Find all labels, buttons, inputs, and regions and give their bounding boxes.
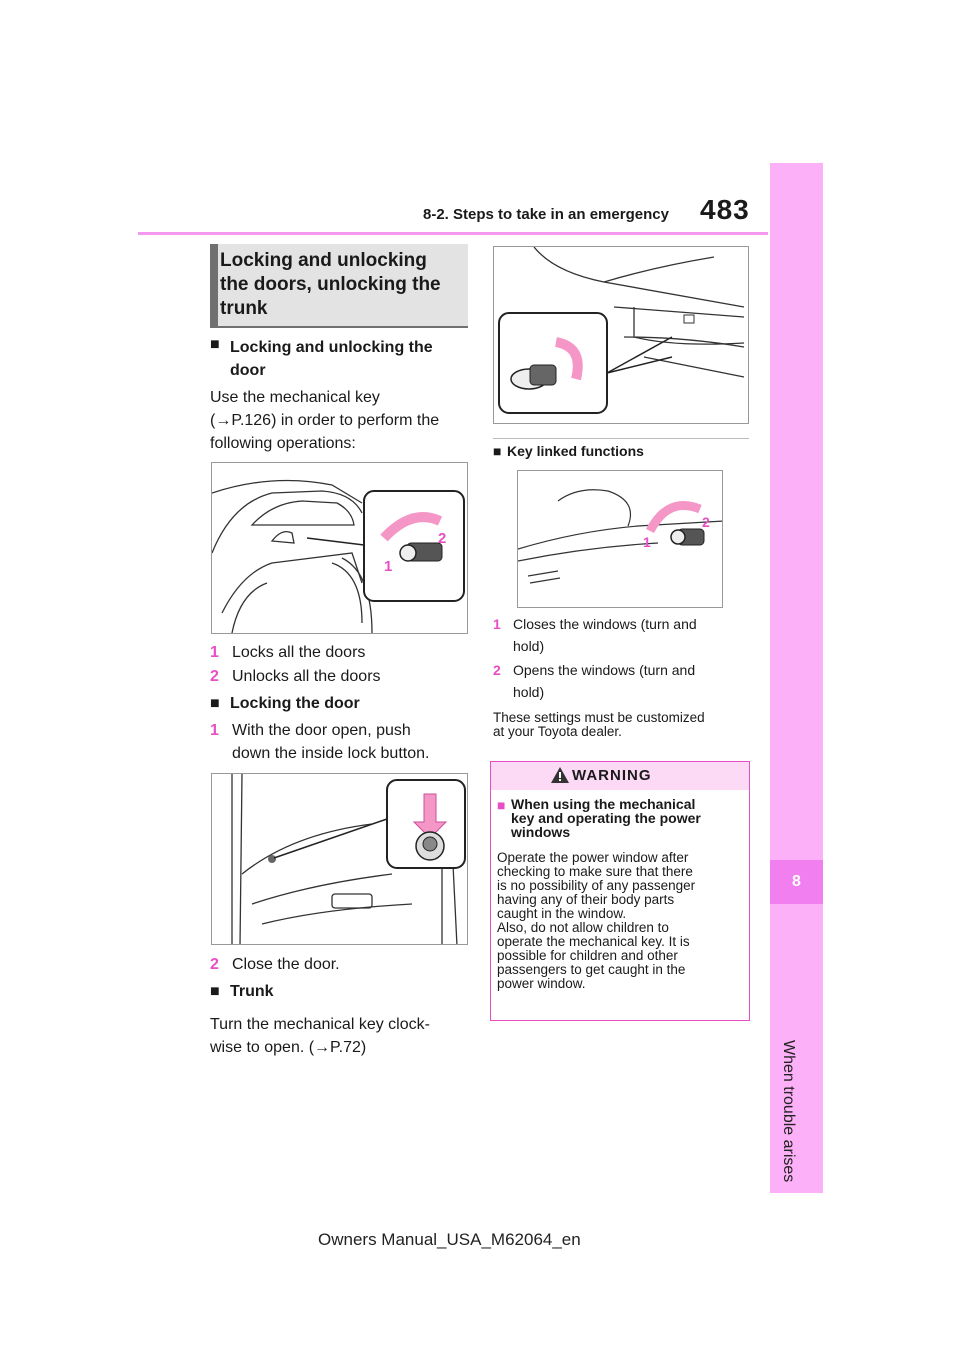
subsection-bullet: ■ bbox=[210, 336, 220, 353]
intro-line-1: Use the mechanical key bbox=[210, 389, 380, 406]
warning-header bbox=[491, 762, 749, 790]
fig1-label-1: 1 bbox=[384, 558, 392, 575]
step-text-close-windows-1: Closes the windows (turn and bbox=[513, 616, 697, 632]
warning-subtitle-1: When using the mechanical bbox=[511, 796, 696, 812]
step-text-line-2: down the inside lock button. bbox=[232, 745, 430, 762]
intro-line-3: following operations: bbox=[210, 435, 356, 452]
key-cylinder-icon bbox=[399, 544, 417, 562]
subsection-bullet: ■ bbox=[210, 983, 220, 1000]
fig4-label-2: 2 bbox=[702, 514, 710, 530]
warning-body-line: Also, do not allow children to bbox=[497, 920, 669, 935]
intro-line-2: (→P.126) in order to perform the bbox=[210, 412, 440, 429]
rotate-arrow-icon bbox=[645, 501, 702, 534]
subsection-bullet: ■ bbox=[210, 695, 220, 712]
section-title-rule bbox=[210, 326, 468, 328]
step-text-lock: Locks all the doors bbox=[232, 644, 366, 661]
warning-title: WARNING bbox=[572, 767, 652, 784]
warning-subtitle-3: windows bbox=[511, 824, 571, 840]
subsection-title-key-linked: Key linked functions bbox=[507, 443, 644, 459]
warning-subtitle-2: key and operating the power bbox=[511, 810, 701, 826]
chapter-number: 8 bbox=[792, 873, 801, 890]
chapter-number-box bbox=[770, 860, 823, 904]
car-door-illustration: 1 2 bbox=[212, 479, 465, 633]
subsection-title-door: Locking and unlocking the door bbox=[230, 339, 433, 379]
door-handle-illustration: 1 2 bbox=[518, 489, 722, 584]
warning-body-line: power window. bbox=[497, 976, 586, 991]
key-icon bbox=[529, 364, 557, 386]
header-rule bbox=[138, 232, 768, 235]
column-divider bbox=[493, 438, 749, 439]
rotate-arrow-icon bbox=[380, 512, 443, 542]
warning-body-line: Operate the power window after bbox=[497, 850, 689, 865]
figure-door-key-cylinder: 1 2 bbox=[211, 462, 468, 634]
zoom-callout bbox=[498, 312, 608, 414]
step-text-unlock: Unlocks all the doors bbox=[232, 668, 381, 685]
figure-key-linked: 1 2 bbox=[517, 470, 723, 608]
subsection-bullet: ■ bbox=[493, 443, 502, 459]
warning-body-line: possible for children and other bbox=[497, 948, 678, 963]
footer-manual-id: Owners Manual_USA_M62064_en bbox=[318, 1230, 581, 1249]
step-number: 2 bbox=[210, 956, 219, 973]
step-number: 1 bbox=[210, 644, 219, 661]
key-cylinder-icon bbox=[670, 529, 686, 545]
chapter-label: When trouble arises bbox=[780, 1040, 797, 1183]
page-number: 483 bbox=[700, 194, 750, 225]
step-number: 1 bbox=[493, 616, 501, 632]
warning-body-line: checking to make sure that there bbox=[497, 864, 693, 879]
rotate-arrow-icon bbox=[554, 337, 583, 381]
step-text-open-windows-1: Opens the windows (turn and bbox=[513, 662, 696, 678]
trunk-text-line-1: Turn the mechanical key clock- bbox=[210, 1016, 430, 1033]
warning-box bbox=[490, 761, 750, 1021]
step-text-line-1: With the door open, push bbox=[232, 722, 411, 739]
section-title: Locking and unlocking the doors, unlocki… bbox=[220, 250, 441, 319]
step-number: 2 bbox=[493, 662, 501, 678]
trunk-text-line-2: wise to open. (→P.72) bbox=[210, 1039, 367, 1056]
warning-body-line: is no possibility of any passenger bbox=[497, 878, 696, 893]
header-section-title: 8-2. Steps to take in an emergency bbox=[423, 206, 669, 223]
note-line-2: at your Toyota dealer. bbox=[493, 724, 622, 739]
warning-bullet: ■ bbox=[497, 797, 506, 813]
lock-button-small-icon bbox=[268, 855, 276, 863]
figure-trunk-key bbox=[493, 246, 749, 424]
section-title-box bbox=[210, 244, 468, 326]
fig1-label-2: 2 bbox=[438, 530, 446, 547]
warning-body-line: passengers to get caught in the bbox=[497, 962, 686, 977]
warning-body-line: operate the mechanical key. It is bbox=[497, 934, 690, 949]
step-number: 2 bbox=[210, 668, 219, 685]
subsection-title-trunk: Trunk bbox=[230, 983, 274, 1000]
door-interior-illustration bbox=[231, 774, 466, 944]
note-line-1: These settings must be customized bbox=[493, 710, 705, 725]
trunk-illustration bbox=[498, 247, 745, 414]
step-text-open-windows-2: hold) bbox=[513, 684, 545, 700]
warning-body-line: having any of their body parts bbox=[497, 892, 675, 907]
step-text-close-windows-2: hold) bbox=[513, 638, 545, 654]
chapter-side-tab bbox=[770, 163, 823, 1193]
warning-body-line: caught in the window. bbox=[497, 906, 627, 921]
step-number: 1 bbox=[210, 722, 219, 739]
step-text-close-door: Close the door. bbox=[232, 956, 340, 973]
fig4-label-1: 1 bbox=[643, 534, 651, 550]
warning-triangle-icon bbox=[551, 767, 569, 783]
figure-inside-lock-button bbox=[211, 773, 468, 945]
push-down-arrow-icon bbox=[412, 793, 448, 839]
subsection-title-locking: Locking the door bbox=[230, 695, 360, 712]
